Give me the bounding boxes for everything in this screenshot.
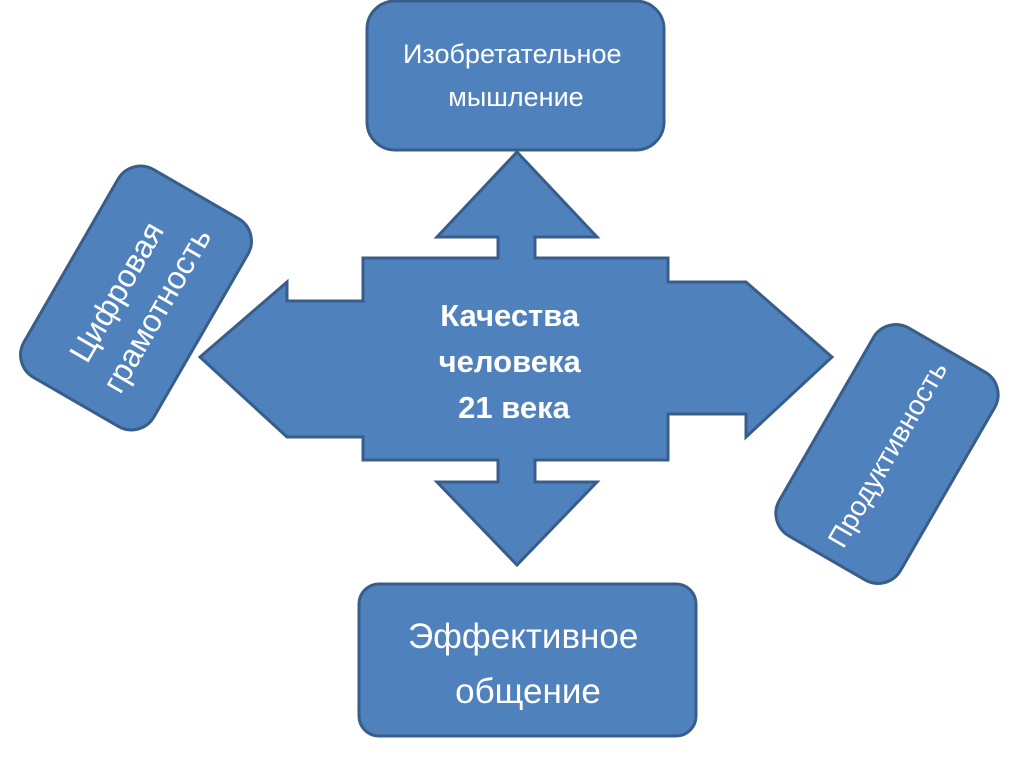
top-box [365,0,666,152]
left-box [19,164,253,432]
center-label: Качества человека 21 века [439,298,590,425]
bottom-box-label-line: общение [455,672,601,711]
top-box-label: Изобретательное мышление [403,39,629,112]
right-box [774,323,1000,585]
bottom-box-label: Эффективное общение [408,617,648,711]
center-four-way-arrow [197,149,835,568]
center-label-line: 21 века [458,390,570,425]
center-label-line: человека [439,344,582,379]
bottom-box [357,582,698,738]
top-box-label-line: Изобретательное [403,39,622,69]
center-label-line: Качества [440,298,580,333]
bottom-box-label-line: Эффективное [408,617,638,656]
top-box-label-line: мышление [448,82,583,112]
